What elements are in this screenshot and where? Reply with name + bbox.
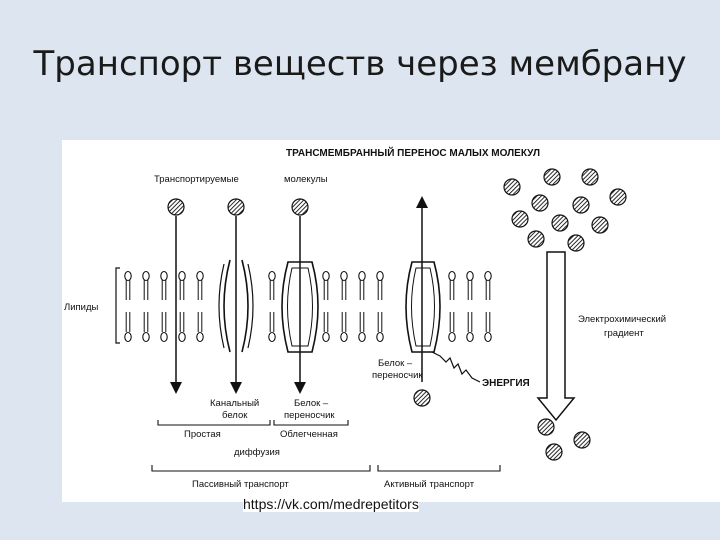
lipid-head xyxy=(160,331,168,343)
lipid-tail xyxy=(197,280,203,300)
lipid-tail xyxy=(179,312,185,332)
membrane-transport-figure: ТРАНСМЕМБРАННЫЙ ПЕРЕНОС МАЛЫХ МОЛЕКУЛ Тр… xyxy=(62,140,720,502)
channel-label-1: Канальный xyxy=(210,398,259,409)
lipid-tail xyxy=(467,280,473,300)
lipid-tail xyxy=(341,312,347,332)
facilitated-label: Облегченная xyxy=(280,429,338,440)
lipid-head xyxy=(268,331,276,343)
lipid-head xyxy=(124,331,132,343)
lipid-head xyxy=(466,331,474,343)
lipids-label: Липиды xyxy=(64,302,99,313)
lipid-head xyxy=(340,270,348,282)
bracket-passive xyxy=(151,465,371,472)
lipid-head xyxy=(322,270,330,282)
lipid-head xyxy=(196,270,204,282)
channel-protein-left xyxy=(223,259,231,353)
transported-label-1: Транспортируемые xyxy=(154,174,239,185)
molecule-simple xyxy=(167,198,185,216)
lipid-head xyxy=(448,270,456,282)
lipid-tail xyxy=(449,312,455,332)
lipid-head xyxy=(358,270,366,282)
carrier-protein-active xyxy=(405,261,441,353)
lipid-head xyxy=(142,270,150,282)
bracket-active xyxy=(377,465,501,472)
lipid-tail xyxy=(143,312,149,332)
lipid-tail xyxy=(125,280,131,300)
lipid-head xyxy=(142,331,150,343)
channel-protein-left-inner xyxy=(218,263,225,349)
lipid-head xyxy=(466,270,474,282)
channel-protein-right xyxy=(241,259,249,353)
lipid-tail xyxy=(323,280,329,300)
lipid-tail xyxy=(125,312,131,332)
carrier-protein-passive-inner xyxy=(287,267,313,347)
channel-label-2: белок xyxy=(222,410,248,421)
lipid-head xyxy=(178,270,186,282)
lipid-tail xyxy=(485,312,491,332)
lipid-head xyxy=(178,331,186,343)
carrier-passive-label-2: переносчик xyxy=(284,410,335,421)
lipid-tail xyxy=(449,280,455,300)
diffusion-label: диффузия xyxy=(234,447,280,458)
lipid-bilayer xyxy=(124,270,492,343)
lipids-bracket xyxy=(115,267,120,344)
carrier-active-label-2: переносчик xyxy=(372,370,423,381)
lipid-tail xyxy=(323,312,329,332)
lipid-head xyxy=(340,331,348,343)
lipid-head xyxy=(322,331,330,343)
lipid-tail xyxy=(341,280,347,300)
carrier-passive-label-1: Белок – xyxy=(294,398,329,409)
lipid-tail xyxy=(161,312,167,332)
lipid-tail xyxy=(197,312,203,332)
lipid-tail xyxy=(485,280,491,300)
transported-label-2: молекулы xyxy=(284,174,328,185)
lipid-tail xyxy=(269,280,275,300)
passive-label: Пассивный транспорт xyxy=(192,479,289,490)
membrane-diagram: ТРАНСМЕМБРАННЫЙ ПЕРЕНОС МАЛЫХ МОЛЕКУЛ Тр… xyxy=(64,146,666,490)
lipid-head xyxy=(160,270,168,282)
source-link[interactable]: https://vk.com/medrepetitors xyxy=(243,496,419,512)
carrier-protein-active-inner xyxy=(411,267,435,347)
molecule-facilitated xyxy=(291,198,309,216)
lipid-tail xyxy=(377,280,383,300)
bracket-simple xyxy=(157,420,271,426)
lipid-head xyxy=(376,331,384,343)
lipid-head xyxy=(358,331,366,343)
gradient-arrow xyxy=(536,251,576,422)
lipid-head xyxy=(268,270,276,282)
molecule-active xyxy=(413,389,431,407)
lipid-tail xyxy=(269,312,275,332)
lipid-head xyxy=(484,270,492,282)
energy-zigzag xyxy=(431,351,481,383)
lipid-tail xyxy=(143,280,149,300)
lipid-tail xyxy=(359,312,365,332)
lipid-tail xyxy=(377,312,383,332)
lipid-tail xyxy=(179,280,185,300)
gradient-label-2: градиент xyxy=(604,328,644,339)
lipid-head xyxy=(196,331,204,343)
gradient-label-1: Электрохимический xyxy=(578,314,666,325)
carrier-active-label-1: Белок – xyxy=(378,358,413,369)
lipid-tail xyxy=(359,280,365,300)
molecules-high-concentration xyxy=(503,168,627,252)
simple-label: Простая xyxy=(184,429,221,440)
channel-protein-right-inner xyxy=(247,263,254,349)
lipid-tail xyxy=(161,280,167,300)
molecule-channel xyxy=(227,198,245,216)
figure-header: ТРАНСМЕМБРАННЫЙ ПЕРЕНОС МАЛЫХ МОЛЕКУЛ xyxy=(286,146,540,159)
lipid-head xyxy=(376,270,384,282)
lipid-head xyxy=(484,331,492,343)
molecules-low-concentration xyxy=(537,418,591,461)
slide-title: Транспорт веществ через мембрану xyxy=(33,44,687,84)
lipid-tail xyxy=(467,312,473,332)
energy-label: ЭНЕРГИЯ xyxy=(482,378,530,389)
active-label: Активный транспорт xyxy=(384,479,475,490)
lipid-head xyxy=(124,270,132,282)
lipid-head xyxy=(448,331,456,343)
bracket-facilitated xyxy=(273,420,349,426)
